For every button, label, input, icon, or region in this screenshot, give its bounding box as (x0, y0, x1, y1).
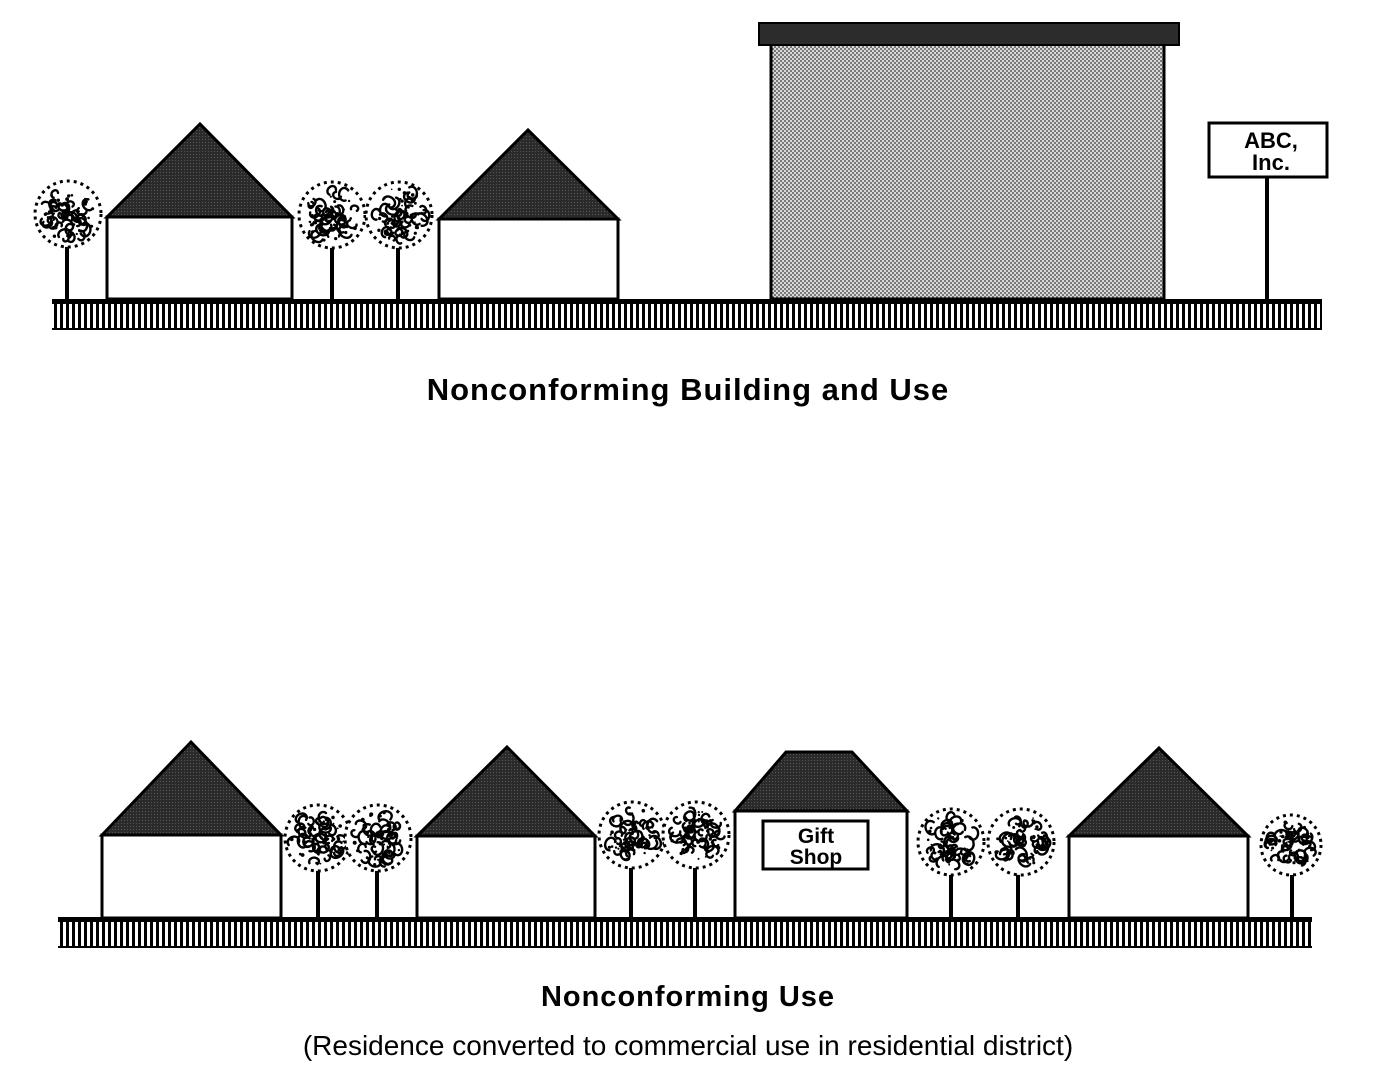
house (1065, 745, 1252, 920)
sign-line: Gift (798, 825, 834, 848)
subcaption-residence-converted: (Residence converted to commercial use i… (302, 1030, 1074, 1061)
scene-nonconforming-building: ABC, Inc. (33, 22, 1329, 330)
caption-nonconforming-use: Nonconforming Use (540, 981, 836, 1013)
ground-strip (58, 917, 1312, 948)
house (435, 127, 622, 301)
commercial-building (758, 22, 1180, 301)
tree (283, 803, 353, 918)
sign-line: Shop (790, 846, 843, 869)
caption-nonconforming-building-and-use: Nonconforming Building and Use (426, 372, 950, 407)
scene-nonconforming-use: Gift Shop (58, 739, 1323, 948)
tree (33, 179, 103, 299)
tree (916, 807, 986, 918)
tree (661, 800, 731, 918)
gift-shop-building: Gift Shop (731, 750, 911, 920)
sign-gift-shop: Gift Shop (761, 819, 870, 871)
tree (597, 800, 667, 918)
house (413, 744, 599, 920)
tree (343, 803, 413, 918)
house (98, 739, 285, 920)
tree (986, 807, 1056, 918)
tree (297, 180, 367, 299)
sign-abc-inc: ABC, Inc. (1207, 121, 1329, 299)
ground-strip (52, 299, 1322, 330)
tree (1259, 813, 1323, 918)
sign-line: Inc. (1252, 150, 1290, 175)
house (103, 121, 296, 301)
tree (364, 180, 434, 299)
sign-line: ABC, (1244, 128, 1298, 153)
